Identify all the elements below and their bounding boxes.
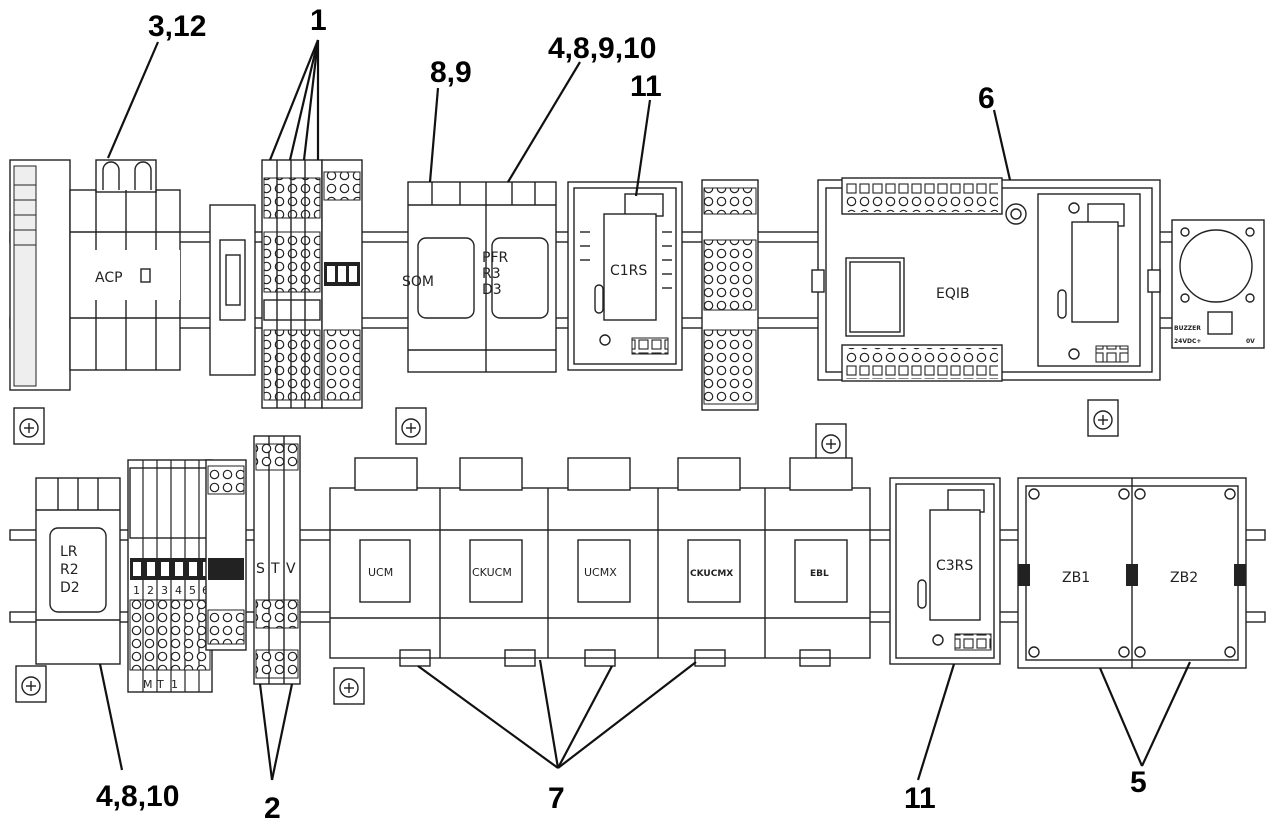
terminal-num-3: 3 [161, 584, 168, 597]
lr-line1: LR [60, 544, 78, 560]
terminal-bottom-1: 1 [171, 678, 178, 691]
c3rs-relay-card: C3RS [889, 477, 1001, 665]
zb-modules: ZB1 ZB2 [1017, 477, 1247, 669]
callout-11-top: 11 [630, 70, 662, 103]
callout-3-12: 3,12 [148, 10, 206, 43]
numbered-terminal-block: 1 2 3 4 5 6 M T 1 [127, 459, 247, 693]
terminal-bottom-t: T [156, 678, 164, 691]
stv-s: S [256, 561, 265, 577]
terminal-num-5: 5 [189, 584, 196, 597]
terminal-num-1: 1 [133, 584, 140, 597]
callout-7: 7 [548, 782, 565, 815]
stv-v: V [286, 561, 296, 577]
ckucm-label: CKUCM [472, 566, 512, 579]
pfr-line1: PFR [482, 250, 508, 266]
ground-screws-top [13, 399, 1119, 461]
c1rs-relay-card: C1RS [567, 181, 683, 371]
terminal-bottom-m: M [143, 678, 153, 691]
pfr-line3: D3 [482, 282, 502, 298]
callout-11-bottom: 11 [904, 782, 936, 815]
terminal-block-group-2 [701, 179, 759, 411]
zb1-label: ZB1 [1062, 570, 1090, 586]
lr-module: LR R2 D2 [35, 477, 121, 665]
ground-screws-bottom [15, 665, 365, 705]
stv-terminal-block: S T V [253, 435, 301, 685]
eqib-label: EQIB [936, 286, 970, 302]
c3rs-label: C3RS [936, 558, 973, 574]
terminal-num-4: 4 [175, 584, 182, 597]
c1rs-label: C1RS [610, 263, 647, 279]
ucmx-label: UCMX [584, 566, 617, 579]
leader-lines [98, 39, 1191, 781]
ucm-label: UCM [368, 566, 393, 579]
ucm-module-rack: UCM CKUCM UCMX CKUCMX EBL [329, 457, 871, 667]
som-pfr-module: SOM PFR R3 D3 [402, 181, 557, 373]
acp-breaker: ACP [69, 159, 181, 371]
terminal-block-group-1 [261, 159, 363, 409]
callout-4-8-9-10: 4,8,9,10 [548, 32, 656, 65]
top-left-breaker-side [9, 159, 71, 391]
callout-6: 6 [978, 82, 995, 115]
terminal-num-2: 2 [147, 584, 154, 597]
buzzer-title: BUZZER [1174, 325, 1201, 332]
callout-1: 1 [310, 4, 327, 37]
buzzer-minus: 0V [1246, 338, 1255, 345]
lr-line2: R2 [60, 562, 79, 578]
zb2-label: ZB2 [1170, 570, 1198, 586]
eqib-module: EQIB [811, 177, 1161, 382]
callout-labels: 3,12 1 8,9 4,8,9,10 11 6 4,8,10 2 7 11 5 [96, 4, 1147, 825]
top-switch-module [209, 204, 256, 376]
ckucmx-label: CKUCMX [690, 569, 733, 579]
acp-label: ACP [95, 270, 123, 286]
callout-2: 2 [264, 792, 281, 825]
callout-8-9: 8,9 [430, 56, 472, 89]
buzzer-module: BUZZER 24VDC+ 0V [1171, 219, 1265, 349]
som-label: SOM [402, 274, 434, 290]
lr-line3: D2 [60, 580, 80, 596]
stv-t: T [270, 561, 280, 577]
buzzer-plus: 24VDC+ [1174, 338, 1201, 345]
ebl-label: EBL [810, 569, 829, 579]
pfr-line2: R3 [482, 266, 501, 282]
callout-5: 5 [1130, 766, 1147, 799]
callout-4-8-10: 4,8,10 [96, 780, 179, 813]
